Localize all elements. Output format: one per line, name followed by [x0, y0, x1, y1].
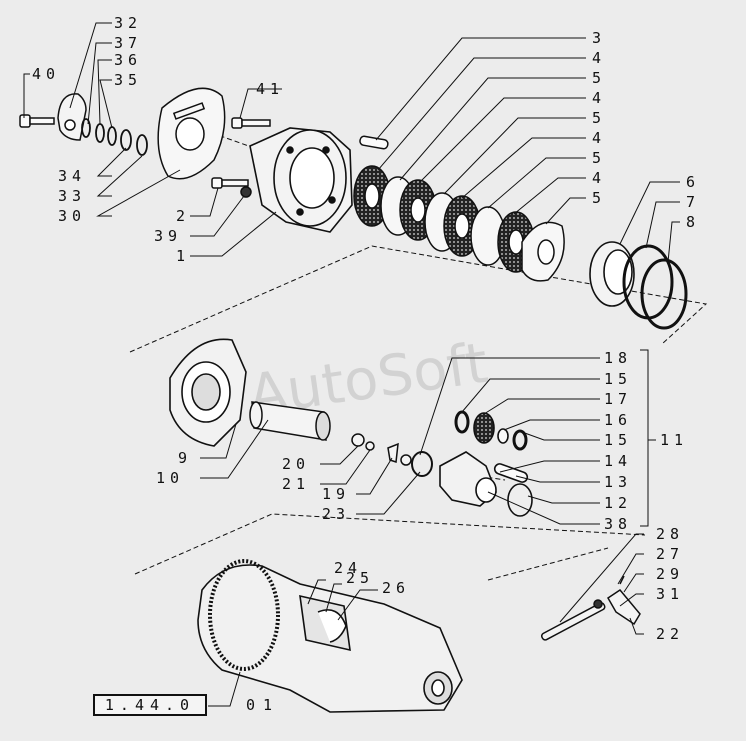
callout-31: 31 [656, 585, 684, 603]
lock-plate-32 [57, 93, 87, 141]
callout-14: 14 [604, 452, 632, 470]
callout-35: 35 [114, 71, 142, 89]
callout-5b: 5 [592, 109, 606, 127]
callout-labels: 40 32 37 36 35 41 34 33 30 2 39 1 3 4 5 … [32, 14, 700, 643]
callout-21: 21 [282, 475, 310, 493]
callout-29: 29 [656, 565, 684, 583]
callout-15a: 15 [604, 370, 632, 388]
transmission-casing [197, 559, 463, 713]
small-parts-20-21-19-23 [351, 433, 433, 477]
linkage-28-27-29-31-22 [540, 575, 641, 641]
bolt-40 [19, 114, 55, 128]
callout-11: 11 [660, 431, 688, 449]
callout-2: 2 [176, 207, 190, 225]
callout-7: 7 [686, 193, 700, 211]
callout-1: 1 [176, 247, 190, 265]
callout-15b: 15 [604, 431, 632, 449]
callout-38: 38 [604, 515, 632, 533]
callout-9: 9 [178, 449, 192, 467]
callout-39: 39 [154, 227, 182, 245]
carrier-11 [439, 451, 533, 517]
callout-19: 19 [322, 485, 350, 503]
callout-5a: 5 [592, 69, 606, 87]
piston-6-seals-7-8 [589, 241, 688, 330]
reference-box: 1.44.0 [93, 694, 207, 716]
clutch-discs-4-5 [353, 165, 565, 282]
callout-37: 37 [114, 34, 142, 52]
callout-12: 12 [604, 494, 632, 512]
spring-washers-37-36-35 [81, 118, 148, 156]
callout-4b: 4 [592, 89, 606, 107]
callout-28: 28 [656, 525, 684, 543]
callout-6: 6 [686, 173, 700, 191]
callout-3: 3 [592, 29, 606, 47]
plate-30 [157, 87, 226, 180]
callout-4c: 4 [592, 129, 606, 147]
callout-23: 23 [322, 505, 350, 523]
callout-4d: 4 [592, 169, 606, 187]
page-code: 01 [246, 696, 281, 714]
callout-22: 22 [656, 625, 684, 643]
callout-8: 8 [686, 213, 700, 231]
callout-36: 36 [114, 51, 142, 69]
callout-4a: 4 [592, 49, 606, 67]
gear-assembly-15-17-16 [454, 410, 528, 451]
callout-40: 40 [32, 65, 60, 83]
leader-lines [23, 22, 680, 707]
callout-5d: 5 [592, 189, 606, 207]
pin-3 [359, 135, 389, 150]
housing-1 [249, 127, 353, 233]
callout-25: 25 [346, 569, 374, 587]
callout-27: 27 [656, 545, 684, 563]
callout-16: 16 [604, 411, 632, 429]
callout-26: 26 [382, 579, 410, 597]
callout-5c: 5 [592, 149, 606, 167]
callout-20: 20 [282, 455, 310, 473]
callout-17: 17 [604, 390, 632, 408]
bolts-41-2 [211, 117, 271, 198]
callout-24: 24 [334, 559, 362, 577]
callout-13: 13 [604, 473, 632, 491]
flange-9 [169, 338, 247, 447]
callout-10: 10 [156, 469, 184, 487]
shaft-10 [249, 401, 331, 441]
callout-34: 34 [58, 167, 86, 185]
callout-41: 41 [256, 80, 284, 98]
callout-18: 18 [604, 349, 632, 367]
callout-32: 32 [114, 14, 142, 32]
callout-30: 30 [58, 207, 86, 225]
callout-33: 33 [58, 187, 86, 205]
